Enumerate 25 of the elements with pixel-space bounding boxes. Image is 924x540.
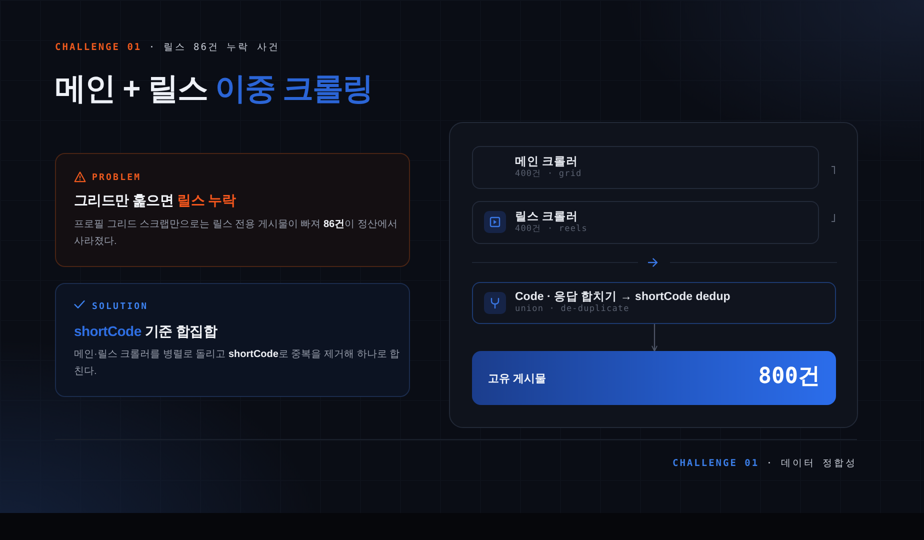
result-value: 800건 <box>758 364 820 390</box>
eyebrow-label: CHALLENGE 01 · 릴스 86건 누락 사건 <box>55 41 280 55</box>
page-title: 메인 + 릴스 이중 크롤링 <box>55 71 373 107</box>
card-heading: 그리드만 훑으면 릴스 누락 <box>74 191 236 209</box>
step-caption: 400건 · reels <box>515 224 588 235</box>
step-title: 메인 크롤러 <box>515 155 578 169</box>
card-text: 메인·릴스 크롤러를 병렬로 돌리고 shortCode로 중복을 제거해 하나로 합친다. <box>74 348 401 379</box>
tag-label: SOLUTION <box>92 300 148 312</box>
card <box>55 153 410 267</box>
step-box <box>472 201 819 244</box>
card-text: 프로필 그리드 스크랩만으로는 릴스 전용 게시물이 빠져 86건이 정산에서 사라졌다. <box>74 218 398 249</box>
step-box <box>472 146 819 189</box>
step-title: 릴스 크롤러 <box>515 210 578 224</box>
result-label: 고유 게시물 <box>488 372 546 386</box>
footer-label: CHALLENGE 01 · 데이터 정합성 <box>672 457 857 471</box>
arrow <box>652 324 658 352</box>
tag-label: PROBLEM <box>92 172 142 184</box>
result-box <box>472 351 836 405</box>
step-caption: 400건 · grid <box>515 169 582 180</box>
step-box <box>472 282 836 324</box>
step-caption: union · de-duplicate <box>515 304 630 315</box>
panel <box>449 122 858 428</box>
step-title: Code · 응답 합치기 → shortCode dedup <box>515 290 730 304</box>
card <box>55 283 410 397</box>
card-heading: shortCode 기준 합집합 <box>74 322 217 340</box>
